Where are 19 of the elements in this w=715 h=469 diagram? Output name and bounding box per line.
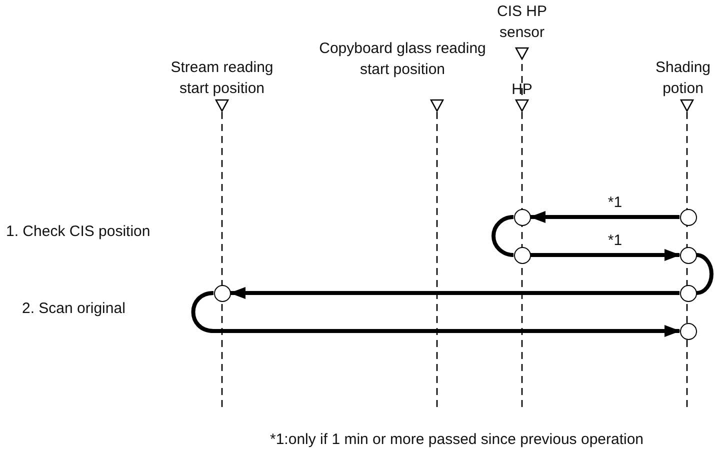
position-circle (514, 208, 530, 226)
arrow (192, 291, 680, 337)
label: Copyboard glass reading start position (318, 39, 487, 80)
position-circle (514, 246, 530, 264)
label: Shading potion (654, 58, 712, 99)
footnote: *1:only if 1 min or more passed since previous operation (270, 430, 645, 450)
arrow (530, 249, 680, 261)
label: CIS HP sensor (496, 2, 548, 43)
position-circle (680, 208, 696, 226)
position-circle (680, 246, 696, 264)
label: HP (510, 80, 534, 100)
position-circle (680, 284, 696, 302)
position-circle (214, 284, 230, 302)
label: 1. Check CIS position (6, 222, 152, 242)
label: 2. Scan original (22, 299, 126, 319)
position-circle (680, 322, 696, 340)
label: Stream reading start position (170, 58, 274, 99)
arrow (230, 287, 680, 299)
arrow (530, 211, 680, 223)
